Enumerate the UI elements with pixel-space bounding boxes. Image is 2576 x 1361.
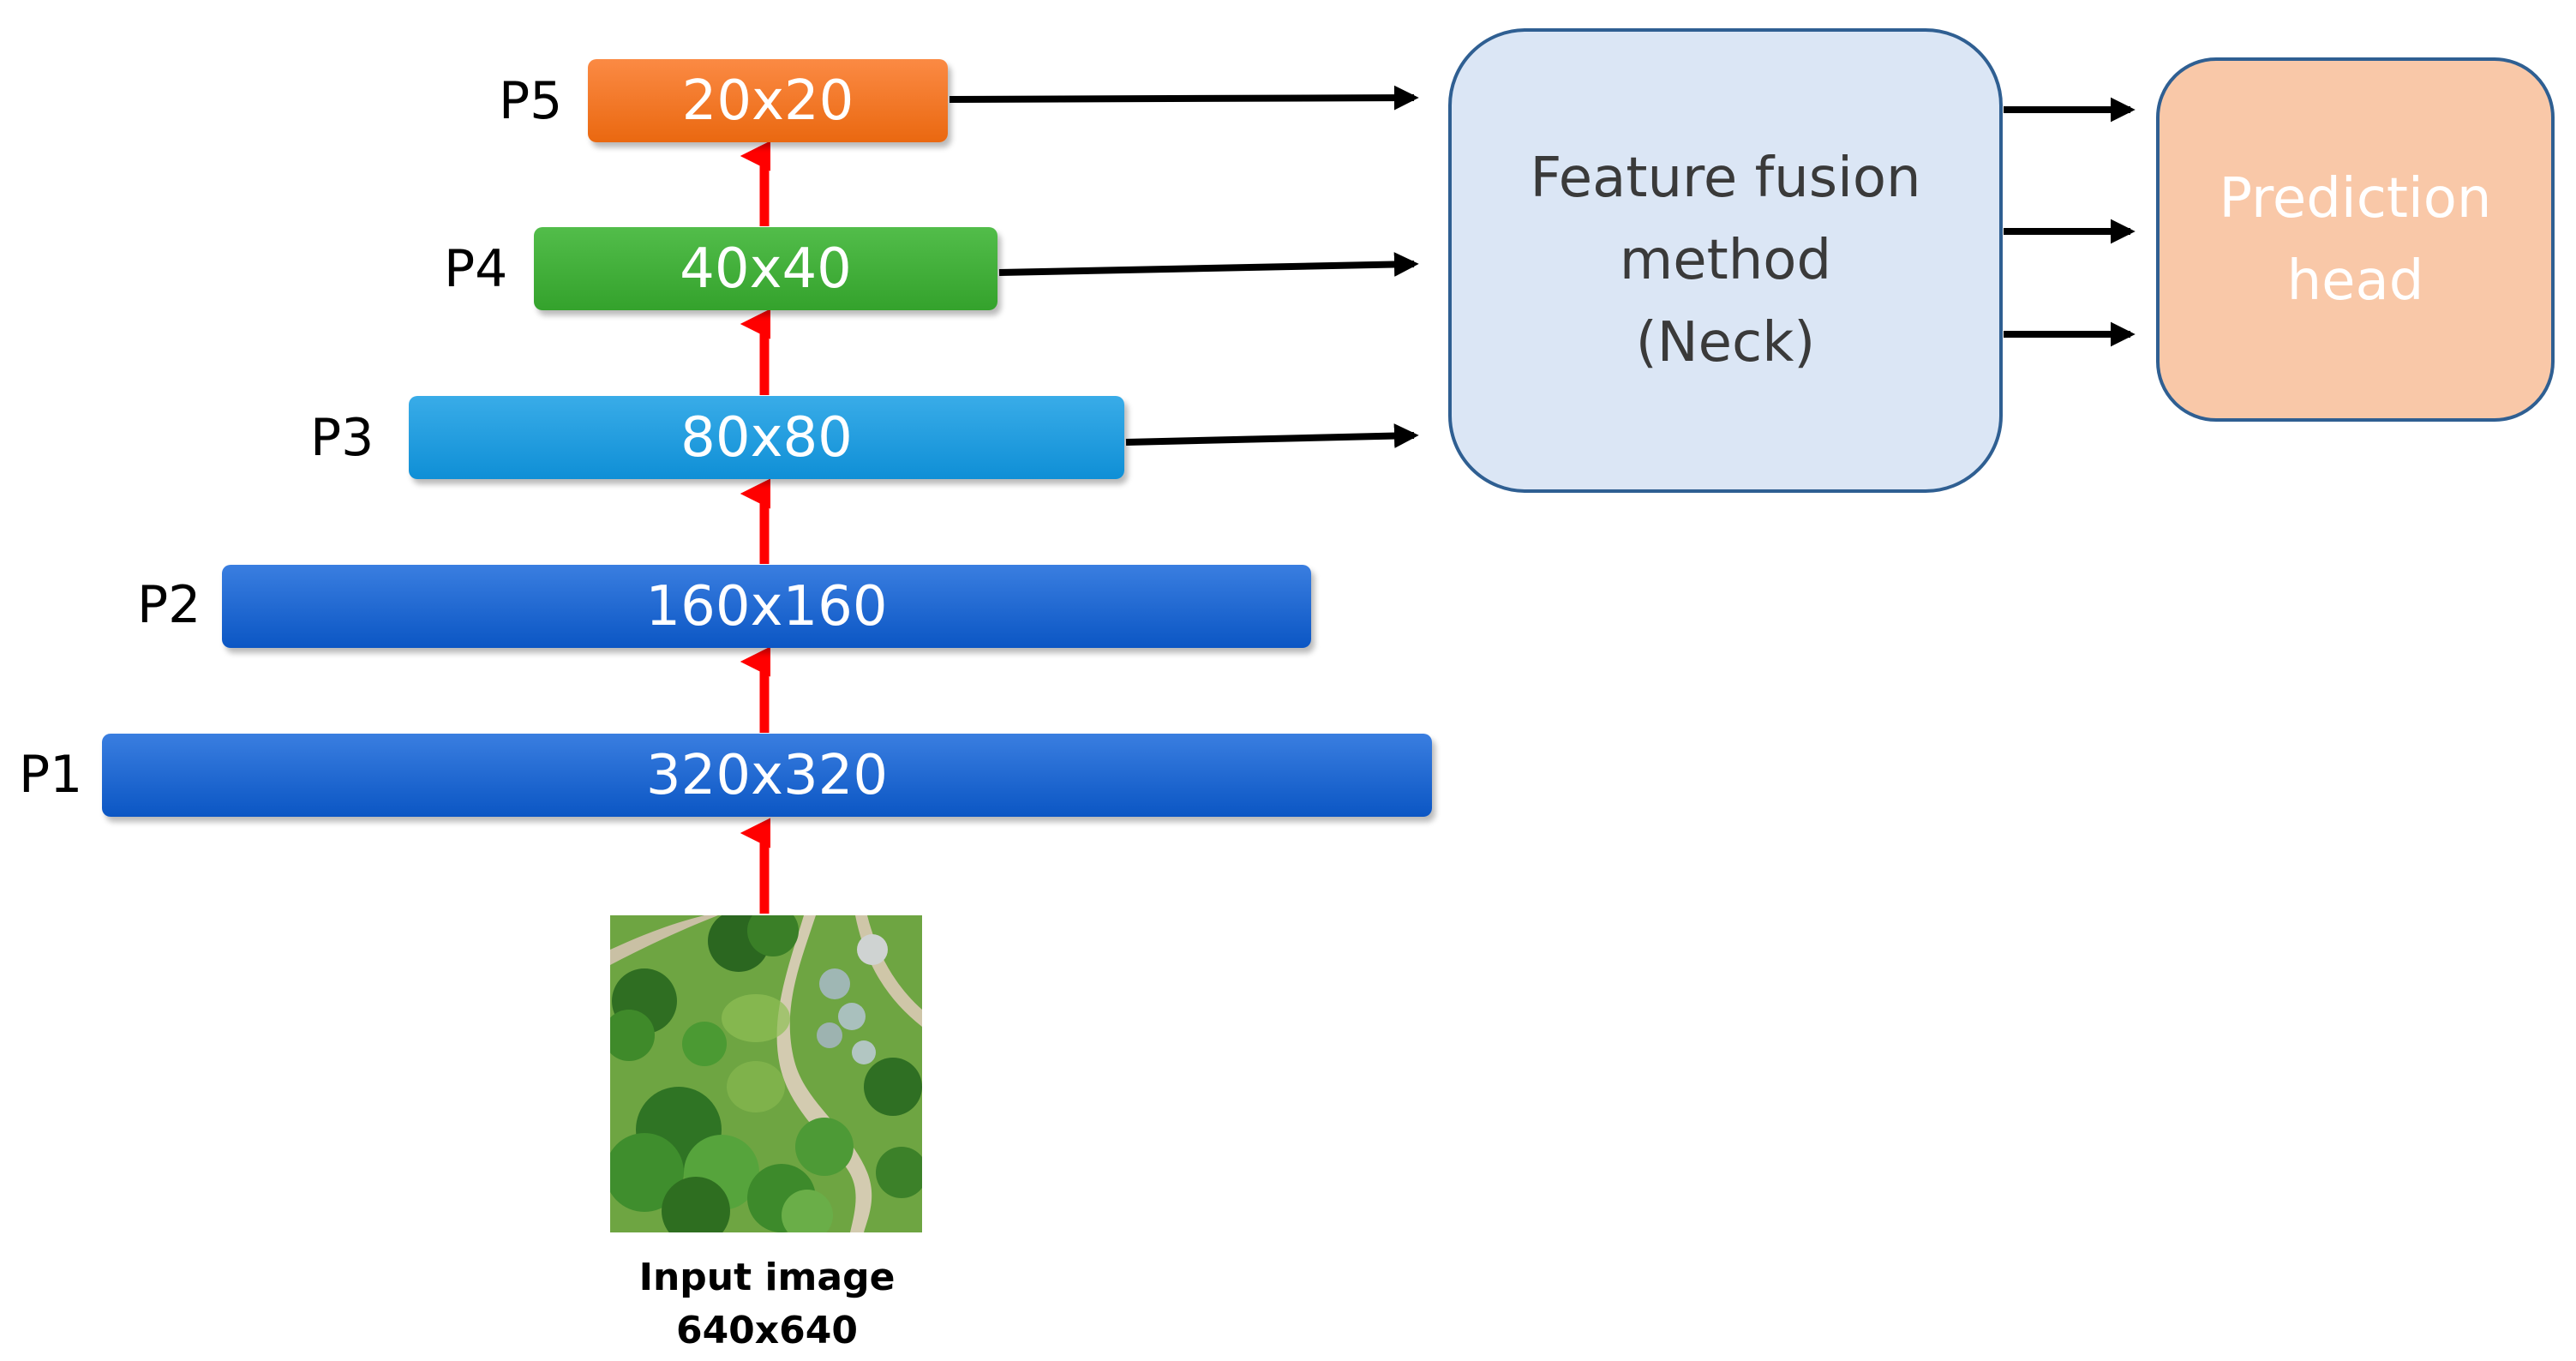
prediction-head-label: Prediction head	[2219, 166, 2492, 313]
feature-map-p2: 160x160	[222, 565, 1311, 648]
neck-label: Feature fusion method (Neck)	[1530, 147, 1921, 375]
feature-map-size: 40x40	[680, 237, 852, 301]
flow-arrows	[949, 85, 2136, 448]
arrow-p3-to-neck	[1125, 423, 1419, 448]
input-image-thumbnail	[610, 915, 922, 1232]
feature-map-p3: 80x80	[409, 396, 1124, 479]
level-label-p2: P2	[137, 575, 201, 635]
feature-map-p4: 40x40	[534, 227, 997, 310]
feature-map-p1: 320x320	[102, 734, 1432, 817]
input-image-caption: Input image 640x640	[591, 1251, 943, 1358]
neck-box: Feature fusion method (Neck)	[1448, 28, 2003, 493]
feature-map-size: 160x160	[645, 574, 888, 639]
level-label-p1: P1	[19, 745, 83, 805]
level-label-p3: P3	[310, 408, 374, 468]
level-label-p4: P4	[444, 239, 508, 299]
prediction-head-box: Prediction head	[2156, 57, 2555, 422]
arrow-p4-to-neck	[998, 252, 1419, 277]
feature-map-p5: 20x20	[588, 59, 948, 142]
level-label-p5: P5	[499, 71, 563, 131]
feature-map-size: 20x20	[681, 69, 854, 133]
input-image-size: 640x640	[675, 1309, 859, 1352]
input-image-title: Input image	[638, 1256, 896, 1299]
feature-map-size: 320x320	[645, 743, 889, 807]
feature-map-size: 80x80	[680, 405, 853, 470]
arrow-p5-to-neck	[949, 85, 1419, 111]
